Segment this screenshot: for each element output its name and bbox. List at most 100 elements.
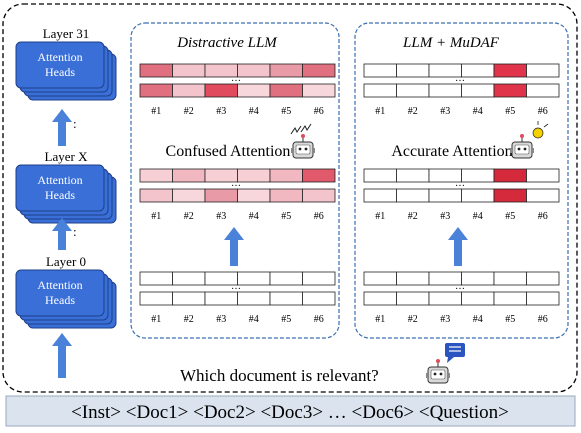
box-label: Attention xyxy=(37,50,82,64)
attention-cell xyxy=(139,291,173,306)
speech-bubble xyxy=(445,343,465,357)
robot-eye xyxy=(523,147,527,151)
attention-heads-card xyxy=(15,41,105,89)
box-label: Heads xyxy=(45,65,75,79)
antenna-tip xyxy=(520,134,524,138)
bulb-ray xyxy=(543,123,549,128)
robot-eye xyxy=(433,372,437,376)
doc-label: #4 xyxy=(249,314,259,325)
row-gap-dots: … xyxy=(455,178,465,189)
attention-cell xyxy=(493,188,527,203)
attention-cell xyxy=(396,271,430,286)
attention-cell xyxy=(172,83,206,98)
attention-cell xyxy=(302,83,336,98)
arrow-head xyxy=(224,227,244,240)
row-gap-dots: … xyxy=(455,73,465,84)
attention-cell xyxy=(526,83,560,98)
doc-label: #3 xyxy=(440,106,450,117)
arrow-head xyxy=(52,333,72,346)
input-bar xyxy=(5,395,576,427)
arrow-shaft xyxy=(58,345,66,378)
doc-label: #1 xyxy=(375,314,385,325)
robot-ear xyxy=(532,148,534,153)
attention-cell xyxy=(302,271,336,286)
robot-eye xyxy=(439,372,443,376)
attention-cell xyxy=(363,291,397,306)
attention-cell xyxy=(428,291,462,306)
up-arrow xyxy=(52,333,72,378)
attention-cell xyxy=(172,168,206,183)
attention-cell xyxy=(269,168,303,183)
confused-robot-icon xyxy=(290,123,315,159)
attention-cell xyxy=(237,188,271,203)
attention-cell xyxy=(493,291,527,306)
doc-label: #1 xyxy=(151,211,161,222)
robot-face xyxy=(295,144,311,155)
arrow-shaft xyxy=(58,230,66,250)
doc-label: #6 xyxy=(538,106,548,117)
attention-caption: Accurate Attention xyxy=(391,143,512,160)
doc-label: #5 xyxy=(505,106,515,117)
layer-label: Layer X xyxy=(45,149,89,164)
doc-label: #4 xyxy=(249,211,259,222)
attention-cell xyxy=(396,168,430,183)
doc-label: #5 xyxy=(281,106,291,117)
attention-cell xyxy=(237,63,271,78)
attention-cell xyxy=(396,291,430,306)
up-arrow xyxy=(224,227,244,266)
up-arrow xyxy=(448,227,468,266)
doc-label: #5 xyxy=(505,211,515,222)
attention-cell xyxy=(302,168,336,183)
attention-cell xyxy=(396,63,430,78)
attention-cell xyxy=(172,271,206,286)
attention-cell xyxy=(204,188,238,203)
outer-frame xyxy=(2,3,578,393)
attention-cell xyxy=(139,168,173,183)
chat-robot xyxy=(426,359,450,384)
row-gap-dots: … xyxy=(455,281,465,292)
robot-ear xyxy=(448,373,450,378)
attention-cell xyxy=(269,291,303,306)
layer-label: Layer 0 xyxy=(46,254,86,269)
attention-cell xyxy=(428,188,462,203)
attention-cell xyxy=(493,271,527,286)
attention-cell xyxy=(237,271,271,286)
attention-cell xyxy=(139,188,173,203)
arrow-shaft xyxy=(58,121,66,146)
doc-label: #1 xyxy=(375,106,385,117)
robot-eye xyxy=(304,147,308,151)
attention-cell xyxy=(269,63,303,78)
attention-cell xyxy=(526,168,560,183)
attention-cell xyxy=(269,271,303,286)
doc-label: #2 xyxy=(408,314,418,325)
attention-cell xyxy=(237,83,271,98)
doc-label: #4 xyxy=(473,106,483,117)
robot-ear xyxy=(426,373,428,378)
attention-cell xyxy=(302,188,336,203)
doc-label: #2 xyxy=(184,106,194,117)
input-sequence-text: <Inst> <Doc1> <Doc2> <Doc3> … <Doc6> <Qu… xyxy=(71,402,509,423)
attention-heads-card xyxy=(15,269,105,317)
attention-cell xyxy=(526,291,560,306)
doc-label: #5 xyxy=(281,314,291,325)
attention-cell xyxy=(363,271,397,286)
attention-cell xyxy=(526,63,560,78)
attention-cell xyxy=(461,188,495,203)
arrow-head xyxy=(448,227,468,240)
doc-label: #3 xyxy=(216,211,226,222)
attention-cell xyxy=(493,168,527,183)
layer-label: Layer 31 xyxy=(43,26,90,41)
bulb-icon xyxy=(532,127,544,139)
idea-robot-icon xyxy=(510,121,549,159)
attention-cell xyxy=(237,168,271,183)
doc-label: #1 xyxy=(375,211,385,222)
arrow-shaft xyxy=(454,239,462,266)
box-label: Attention xyxy=(37,173,82,187)
panel-title: Distractive LLM xyxy=(176,35,278,51)
vertical-dots: : xyxy=(73,224,77,239)
attention-cell xyxy=(172,188,206,203)
up-arrow xyxy=(52,109,72,146)
